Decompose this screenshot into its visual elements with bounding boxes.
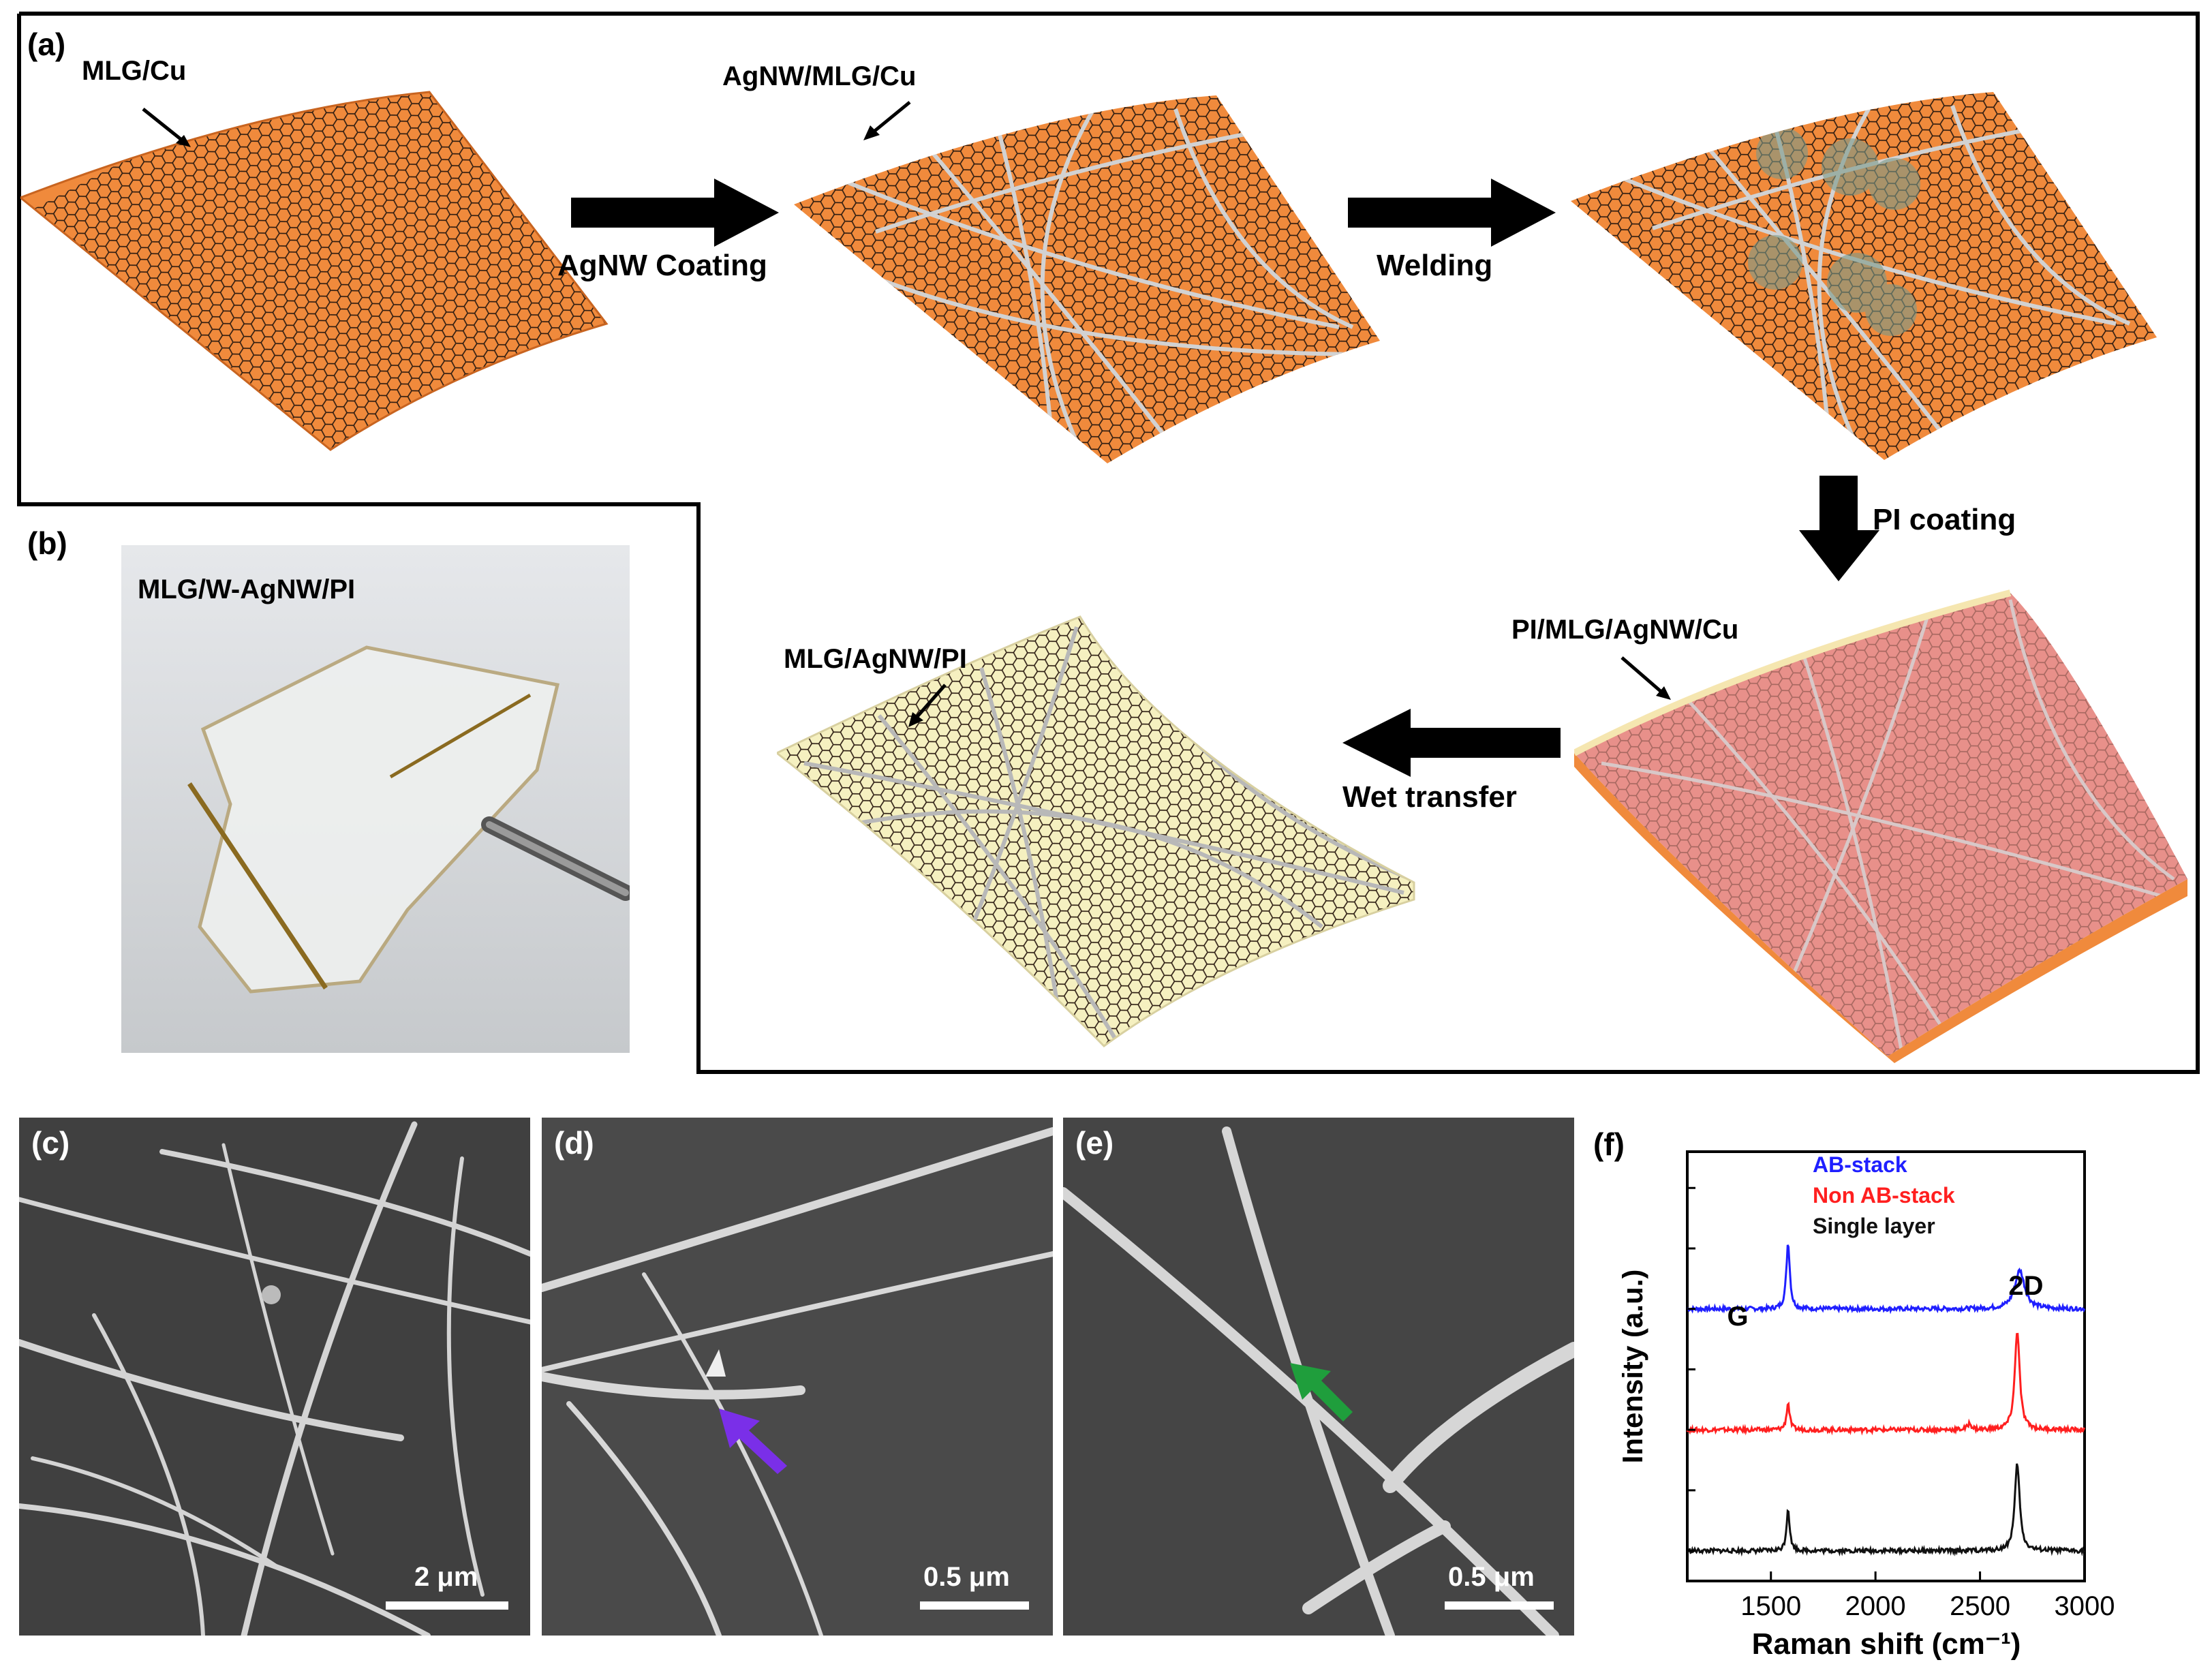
annotation-2d: 2D xyxy=(2008,1271,2043,1301)
panel-d-letter: (d) xyxy=(554,1125,594,1161)
welded-sheet xyxy=(1571,92,2157,460)
chart-plot-area xyxy=(1686,1150,2086,1582)
process-arrow-4 xyxy=(1342,709,1561,777)
arrow-pointer-1 xyxy=(142,108,191,147)
raman-chart: 1500 2000 2500 3000 G 2D Intensity (a.u.) R… xyxy=(1622,1150,2115,1661)
panel-e-scale-bar xyxy=(1445,1601,1554,1610)
pi-mlg-agnw-cu-sheet xyxy=(1574,589,2187,1063)
panel-c-scale-label: 2 μm xyxy=(414,1562,478,1592)
panel-c-scale-bar xyxy=(386,1601,508,1610)
annotation-g: G xyxy=(1727,1302,1748,1332)
mlg-agnw-pi-sheet xyxy=(777,615,1415,1047)
arrow-pointer-3 xyxy=(1620,656,1671,700)
process-arrow-3 xyxy=(1799,476,1879,581)
process-arrow-1 xyxy=(571,179,779,247)
panel-d-scale-bar xyxy=(920,1601,1029,1610)
label-mlg-agnw-pi: MLG/AgNW/PI xyxy=(784,644,967,674)
label-mlg-w-agnw-pi: MLG/W-AgNW/PI xyxy=(138,574,356,604)
photo-film xyxy=(121,545,630,1053)
series-line-ab-stack xyxy=(1687,1244,2086,1315)
y-axis-label: Intensity (a.u.) xyxy=(1622,1270,1648,1464)
step-wet-transfer: Wet transfer xyxy=(1342,780,1517,814)
mlg-cu-sheet xyxy=(20,91,609,451)
arrow-pointer-2 xyxy=(863,101,911,140)
green-arrow-icon xyxy=(1290,1363,1353,1422)
legend-single-layer: Single layer xyxy=(1813,1214,1935,1238)
legend-non-ab-stack: Non AB-stack xyxy=(1813,1183,1955,1208)
panel-e-scale-label: 0.5 μm xyxy=(1448,1562,1535,1592)
panel-c-letter: (c) xyxy=(31,1125,70,1161)
series-line-non-ab-stack xyxy=(1686,1332,2086,1436)
sem-image-d: (d) 0.5 μm xyxy=(542,1118,1053,1636)
series-line-single-layer xyxy=(1686,1463,2086,1557)
label-pi-mlg-agnw-cu: PI/MLG/AgNW/Cu xyxy=(1511,615,1739,645)
arrow-pointer-4 xyxy=(908,684,947,727)
process-arrow-2 xyxy=(1348,179,1556,247)
purple-arrow-icon xyxy=(719,1409,787,1474)
x-tick-label-2000: 2000 xyxy=(1845,1591,1906,1621)
step-welding: Welding xyxy=(1377,249,1493,282)
legend-ab-stack: AB-stack xyxy=(1813,1152,1907,1177)
schematic-frame xyxy=(17,12,2200,1074)
label-mlg-cu: MLG/Cu xyxy=(82,56,187,86)
panel-d-scale-label: 0.5 μm xyxy=(923,1562,1010,1592)
step-pi-coating: PI coating xyxy=(1873,503,2016,536)
legend: AB-stack Non AB-stack Single layer xyxy=(1813,1152,1955,1238)
panel-f-letter: (f) xyxy=(1593,1126,1625,1162)
label-agnw-mlg-cu: AgNW/MLG/Cu xyxy=(722,61,917,91)
panel-a-letter: (a) xyxy=(27,27,66,62)
x-tick-label-1500: 1500 xyxy=(1740,1591,1801,1621)
x-tick-label-3000: 3000 xyxy=(2055,1591,2115,1621)
x-axis-label: Raman shift (cm⁻¹) xyxy=(1752,1627,2021,1661)
x-tick-label-2500: 2500 xyxy=(1950,1591,2010,1621)
sem-image-e: (e) 0.5 μm xyxy=(1063,1118,1574,1636)
step-agnw-coating: AgNW Coating xyxy=(557,249,767,282)
panel-b-letter: (b) xyxy=(27,525,67,561)
agnw-mlg-cu-sheet xyxy=(794,95,1380,463)
panel-e-letter: (e) xyxy=(1075,1125,1114,1161)
sem-image-c: (c) 2 μm xyxy=(19,1118,530,1636)
